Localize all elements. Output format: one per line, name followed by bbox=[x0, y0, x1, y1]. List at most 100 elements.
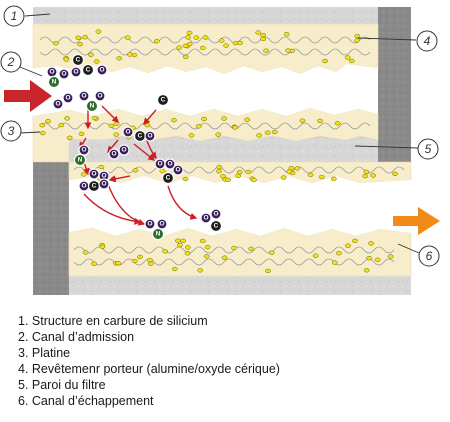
platinum-particle bbox=[221, 255, 228, 260]
atom-label: C bbox=[86, 67, 91, 74]
platinum-particle bbox=[330, 176, 337, 181]
platinum-particle bbox=[176, 45, 183, 50]
carbon-particle: C bbox=[71, 53, 85, 67]
platinum-particle bbox=[132, 168, 139, 173]
platinum-particle bbox=[216, 169, 222, 174]
platinum-particle bbox=[113, 121, 120, 127]
inlet-arrow bbox=[4, 80, 52, 112]
platinum-particle bbox=[108, 123, 115, 129]
platinum-particle bbox=[260, 32, 266, 38]
oxygen-atom bbox=[200, 212, 212, 224]
platinum-particle bbox=[147, 257, 153, 263]
platinum-particle bbox=[66, 135, 73, 140]
oxygen-pair: O O bbox=[108, 144, 130, 160]
platinum-particle bbox=[78, 131, 85, 137]
reaction-arrow bbox=[107, 139, 119, 154]
platinum-particle bbox=[82, 35, 89, 40]
platinum-particle bbox=[352, 238, 358, 244]
nitrogen-atom bbox=[47, 75, 61, 89]
oxygen-atom bbox=[52, 98, 64, 110]
platinum-particle bbox=[268, 250, 275, 255]
platinum-particle bbox=[307, 172, 314, 178]
atom-label: O bbox=[73, 69, 78, 76]
oxygen-atom bbox=[98, 178, 110, 190]
atom-label: O bbox=[147, 133, 152, 140]
platinum-particle bbox=[288, 166, 295, 171]
carbon-particle: C bbox=[156, 93, 170, 107]
platinum-particle bbox=[195, 124, 202, 129]
platinum-particle bbox=[188, 133, 195, 138]
callout-6: 6 bbox=[418, 245, 440, 267]
platinum-particle bbox=[99, 244, 106, 249]
platinum-particle bbox=[63, 57, 70, 62]
atom-label: O bbox=[157, 161, 162, 168]
oxygen-atom bbox=[78, 90, 90, 102]
callout-circle bbox=[418, 245, 440, 267]
platinum-particle bbox=[185, 245, 191, 250]
platinum-particle bbox=[203, 254, 210, 259]
platinum-particle bbox=[354, 38, 360, 43]
legend-item: 6. Canal d’échappement bbox=[18, 394, 154, 409]
legend-item: 2. Canal d’admission bbox=[18, 330, 135, 345]
oxygen-atom bbox=[172, 164, 184, 176]
legend-list: 1. Structure en carbure de silicium 2. C… bbox=[18, 313, 280, 410]
nitrogen-atom bbox=[73, 153, 87, 167]
platinum-particle bbox=[39, 130, 46, 136]
atom-label: O bbox=[101, 181, 106, 188]
reaction-arrow bbox=[108, 175, 131, 183]
platinum-particle bbox=[255, 30, 262, 35]
platinum-particle bbox=[185, 35, 191, 40]
atom-label: O bbox=[111, 151, 116, 158]
nitrogen-oxide-molecule: O O O N O bbox=[52, 90, 106, 113]
platinum-particle bbox=[201, 116, 207, 122]
platinum-particle bbox=[175, 238, 181, 243]
platinum-particle bbox=[336, 251, 342, 256]
oxygen-atom bbox=[94, 90, 106, 102]
platinum-particle bbox=[294, 166, 301, 171]
atom-label: O bbox=[81, 183, 86, 190]
platinum-particle bbox=[271, 129, 278, 135]
oxygen-atom bbox=[122, 126, 134, 138]
platinum-particle bbox=[184, 251, 191, 256]
carbon-dioxide-molecule: O C O bbox=[70, 63, 108, 78]
platinum-particle bbox=[362, 173, 369, 179]
platinum-particle bbox=[182, 54, 189, 59]
legend-item: 5. Paroi du filtre bbox=[18, 378, 106, 393]
atom-label: O bbox=[121, 147, 126, 154]
platinum-particle bbox=[256, 133, 263, 138]
platinum-particle bbox=[218, 38, 225, 43]
carbon-atom bbox=[161, 171, 175, 185]
atom-label: C bbox=[76, 57, 81, 64]
platinum-particle bbox=[374, 257, 381, 262]
platinum-particle bbox=[80, 172, 87, 177]
platinum-particle bbox=[283, 32, 290, 37]
inlet-channel bbox=[33, 64, 378, 116]
callout-number: 1 bbox=[11, 9, 18, 23]
atom-label: O bbox=[49, 69, 54, 76]
carbon-dioxide-molecule: O C O bbox=[78, 178, 110, 193]
platinum-particle bbox=[344, 55, 351, 60]
platinum-particle bbox=[182, 176, 189, 182]
carbon-dioxide-molecule: O C O bbox=[122, 126, 156, 143]
platinum-particle bbox=[199, 45, 206, 51]
platinum-particles bbox=[39, 29, 398, 274]
atom-label: N bbox=[156, 231, 161, 238]
nitrogen-oxide-molecule: O N bbox=[73, 144, 90, 167]
filter-wall-plug-left bbox=[33, 140, 69, 295]
atom-label: O bbox=[81, 93, 86, 100]
platinum-particle bbox=[199, 238, 206, 244]
callout-circle bbox=[0, 120, 22, 142]
platinum-particle bbox=[354, 33, 361, 39]
platinum-particle bbox=[216, 164, 223, 170]
platinum-particle bbox=[299, 118, 306, 123]
atom-label: O bbox=[81, 147, 86, 154]
platinum-particle bbox=[331, 260, 338, 265]
leader-line bbox=[397, 243, 420, 254]
atom-label: N bbox=[52, 79, 57, 86]
platinum-particle bbox=[159, 168, 166, 174]
atom-label: C bbox=[138, 133, 143, 140]
callout-number: 5 bbox=[425, 142, 432, 156]
atom-label: O bbox=[101, 173, 106, 180]
platinum-particle bbox=[153, 39, 160, 44]
reaction-arrow bbox=[107, 183, 146, 226]
